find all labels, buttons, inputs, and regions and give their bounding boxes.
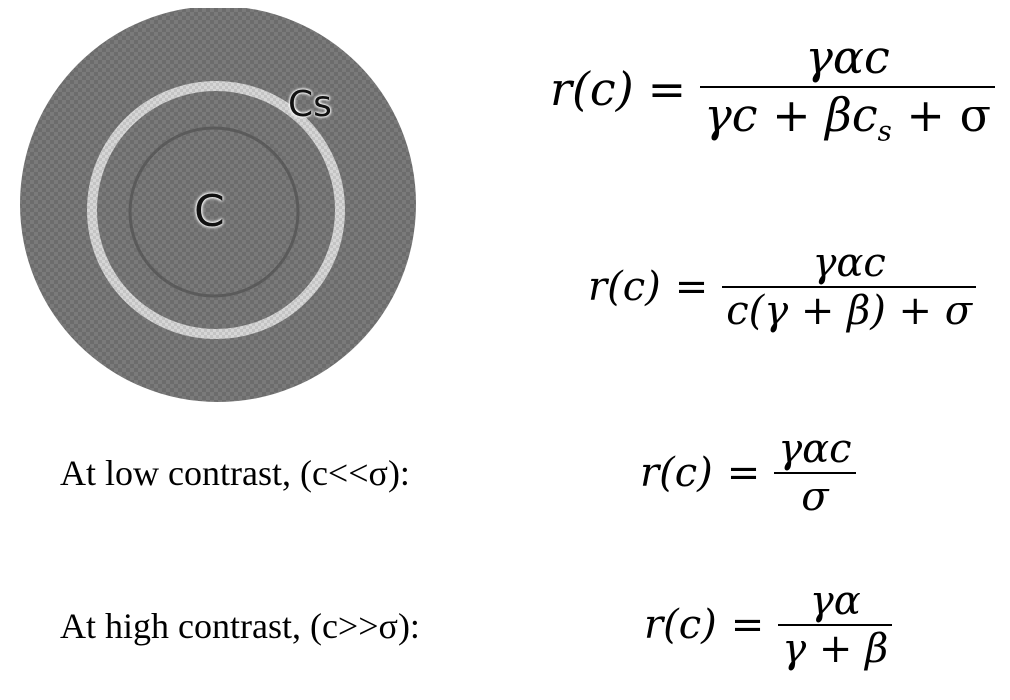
fraction: γα γ + β: [778, 578, 893, 672]
denominator: σ: [801, 474, 829, 520]
denominator: c(γ + β) + σ: [726, 288, 973, 334]
fraction: γαc γc + βcs + σ: [700, 30, 995, 148]
equation-general: r(c) = γαc γc + βcs + σ: [550, 30, 995, 148]
numerator: γαc: [805, 30, 890, 84]
surround-ring: [87, 81, 345, 339]
equation-lhs: r(c): [550, 61, 634, 116]
equation-equal-contrast: r(c) = γαc c(γ + β) + σ: [588, 240, 977, 334]
center-label: C: [194, 186, 225, 237]
numerator: γαc: [812, 240, 886, 286]
equation-high-contrast: r(c) = γα γ + β: [644, 578, 893, 672]
fraction-bar: [778, 624, 893, 626]
denominator: γc + βcs + σ: [704, 88, 991, 148]
fraction-bar: [774, 472, 856, 474]
equation-lhs: r(c): [640, 450, 713, 496]
center-surround-stimulus: [20, 8, 416, 402]
equation-low-contrast: r(c) = γαc σ: [640, 426, 856, 520]
numerator: γα: [809, 578, 861, 624]
surround-label: Cs: [288, 84, 332, 125]
fraction-bar: [722, 286, 977, 288]
center-region: [128, 126, 300, 298]
fraction: γαc c(γ + β) + σ: [722, 240, 977, 334]
low-contrast-label: At low contrast, (c<<σ):: [60, 453, 410, 493]
equation-lhs: r(c): [588, 264, 661, 310]
fraction-bar: [700, 86, 995, 88]
fraction: γαc σ: [774, 426, 856, 520]
equation-lhs: r(c): [644, 602, 717, 648]
high-contrast-label: At high contrast, (c>>σ):: [60, 606, 420, 646]
numerator: γαc: [778, 426, 852, 472]
denominator: γ + β: [782, 626, 889, 672]
